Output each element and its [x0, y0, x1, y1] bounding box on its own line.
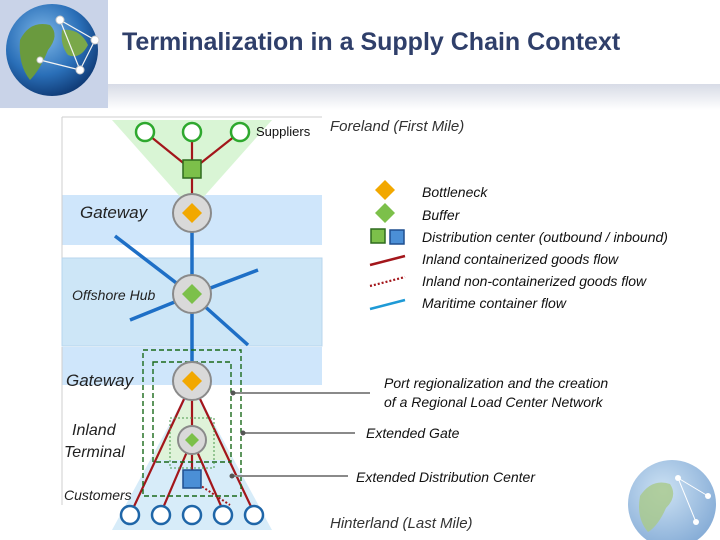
supplier-node — [134, 121, 156, 143]
buffer-diamond — [182, 284, 202, 304]
legend-label-non-containerized: Inland non-containerized goods flow — [422, 273, 647, 289]
inland-non-containerized-flow — [191, 479, 231, 506]
inland-terminal-box — [169, 417, 215, 469]
gateway-top-label: Gateway — [80, 203, 149, 222]
customer-node — [150, 504, 172, 526]
callout-dot — [229, 473, 235, 479]
customer-node — [119, 504, 141, 526]
legend-containerized-line-icon — [369, 254, 406, 267]
legend-outbound-dc-icon — [370, 228, 386, 244]
bottleneck-diamond — [182, 203, 202, 223]
foreland-label: Foreland (First Mile) — [330, 118, 464, 135]
callout-extended-gate: Extended Gate — [366, 425, 460, 441]
slide-title: Terminalization in a Supply Chain Contex… — [122, 28, 621, 56]
callout-port-regionalization-line2: of a Regional Load Center Network — [384, 394, 604, 410]
offshore-hub-label: Offshore Hub — [72, 287, 155, 303]
bottleneck-diamond — [182, 371, 202, 391]
customer-nodes — [119, 504, 265, 526]
customer-node — [243, 504, 265, 526]
supplier-nodes — [134, 121, 251, 143]
globe-logo-icon — [0, 0, 108, 108]
legend-buffer-icon — [375, 203, 395, 223]
gateway-bottom-label: Gateway — [66, 371, 135, 390]
outbound-distribution-center — [182, 159, 202, 179]
supplier-node — [229, 121, 251, 143]
supplier-node — [181, 121, 203, 143]
customers-label: Customers — [64, 487, 132, 503]
hinterland-label: Hinterland (Last Mile) — [330, 515, 473, 532]
globe-watermark-icon — [628, 460, 716, 540]
customer-node — [181, 504, 203, 526]
inbound-distribution-center — [182, 469, 202, 489]
callout-port-regionalization-line1: Port regionalization and the creation — [384, 375, 608, 391]
extended-distribution-box — [142, 349, 242, 497]
header-band — [0, 84, 720, 110]
legend-inbound-dc-icon — [389, 229, 405, 245]
legend-label-containerized: Inland containerized goods flow — [422, 251, 619, 267]
callout-dot — [240, 430, 246, 436]
legend-label-distribution-center: Distribution center (outbound / inbound) — [422, 229, 668, 245]
legend-non-containerized-line-icon — [369, 275, 406, 288]
callout-dot — [230, 390, 236, 396]
extended-gate-box — [152, 361, 232, 463]
legend-label-bottleneck: Bottleneck — [422, 184, 488, 200]
inland-terminal-label-line1: Inland — [72, 422, 117, 439]
legend-label-maritime: Maritime container flow — [422, 295, 567, 311]
buffer-diamond — [185, 433, 199, 447]
legend-label-buffer: Buffer — [422, 207, 461, 223]
callout-extended-distribution-center: Extended Distribution Center — [356, 469, 536, 485]
customer-node — [212, 504, 234, 526]
inland-terminal-label-line2: Terminal — [64, 444, 125, 461]
suppliers-label: Suppliers — [256, 124, 311, 139]
legend-maritime-line-icon — [369, 298, 406, 311]
legend-bottleneck-icon — [375, 180, 395, 200]
